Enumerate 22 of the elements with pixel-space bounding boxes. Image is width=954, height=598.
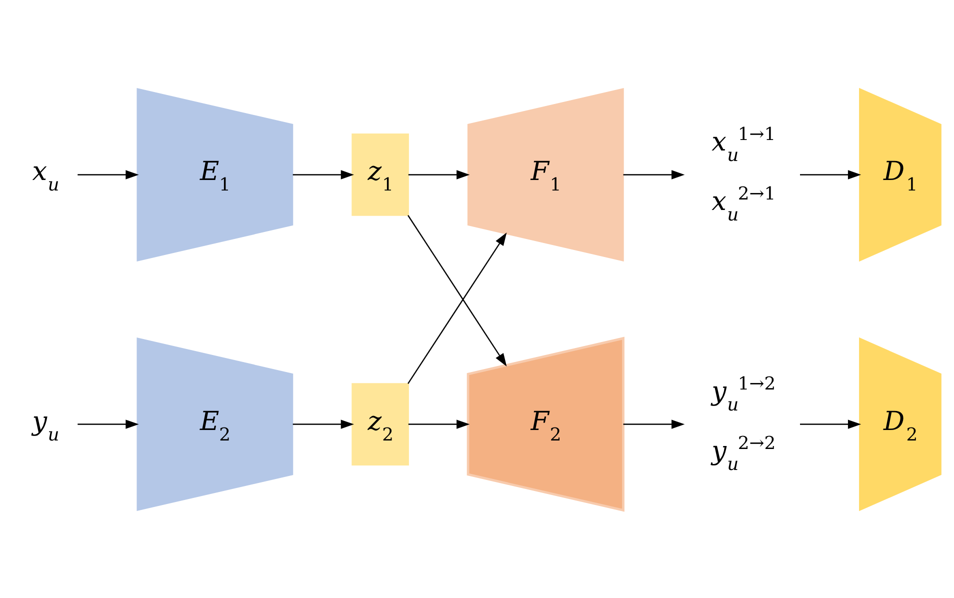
node-box: F$_{1}$ <box>467 88 624 261</box>
arrow <box>800 419 862 428</box>
node-box: z$_{2}$ <box>352 382 409 465</box>
node-text: x$_{u}$ <box>32 156 60 196</box>
node-text: y$_{u}$ <box>32 406 60 445</box>
arrow <box>408 170 470 179</box>
arrow <box>408 232 507 384</box>
node-box: D$_{1}$ <box>859 87 942 262</box>
arrow <box>78 170 139 179</box>
node-box: z$_{1}$ <box>352 133 409 216</box>
arrow <box>292 170 354 179</box>
arrow <box>408 419 470 428</box>
arrow <box>800 170 862 179</box>
arrow <box>292 419 354 428</box>
arrow <box>408 214 507 366</box>
arrow <box>623 419 685 428</box>
arrow <box>78 419 139 428</box>
arrow <box>623 170 685 179</box>
node-box: F$_{2}$ <box>466 336 624 512</box>
node-box: D$_{2}$ <box>859 336 942 511</box>
node-box: E$_{1}$ <box>136 88 294 261</box>
node-box: E$_{2}$ <box>136 337 294 510</box>
